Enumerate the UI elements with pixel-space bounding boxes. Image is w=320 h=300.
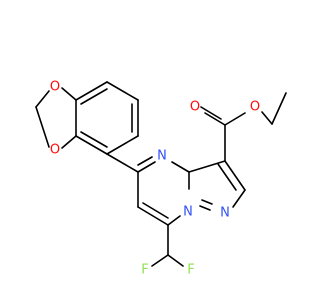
pyrimidine-ring [137, 156, 190, 226]
bond [137, 206, 169, 226]
atom-n3: N [220, 206, 230, 221]
bond [75, 135, 108, 155]
bond [151, 254, 169, 267]
molecule-structure-diagram: O O O O N N N F F [35, 80, 287, 278]
bond [199, 205, 211, 211]
bond [224, 160, 246, 191]
atom-n1: N [157, 149, 167, 164]
bond [106, 135, 139, 155]
bond [61, 135, 77, 149]
biaryl-bond [106, 153, 139, 173]
bond [75, 81, 108, 101]
bond [80, 131, 108, 148]
atom-n2: N [183, 205, 193, 220]
atom-o1: O [50, 80, 60, 95]
bond [204, 112, 226, 126]
bond [232, 189, 246, 208]
atom-o2: O [50, 143, 60, 158]
bond [142, 202, 169, 219]
bond [106, 81, 139, 101]
bond [271, 92, 287, 125]
bond [35, 90, 50, 108]
atom-f2: F [187, 263, 194, 278]
bond [80, 88, 108, 105]
bond [200, 106, 222, 120]
pyrazole-ring [188, 160, 246, 211]
bond [137, 161, 156, 173]
bond [167, 215, 181, 226]
bond [35, 106, 50, 148]
bond [188, 160, 226, 173]
bond [217, 163, 237, 191]
bond [224, 112, 246, 126]
benzene-ring [75, 81, 139, 155]
atom-f1: F [141, 263, 148, 278]
dioxole-ring [35, 87, 77, 149]
bond [167, 254, 184, 267]
difluoromethyl-group [151, 224, 184, 267]
bond [171, 161, 190, 173]
bond [61, 87, 77, 101]
atom-labels: O O O O N N N F F [50, 80, 260, 278]
bond [201, 199, 213, 205]
ethyl-ester-group [200, 92, 287, 162]
atom-o4: O [250, 100, 260, 115]
bond [261, 111, 273, 125]
bond [137, 156, 153, 166]
atom-o3: O [190, 100, 200, 115]
